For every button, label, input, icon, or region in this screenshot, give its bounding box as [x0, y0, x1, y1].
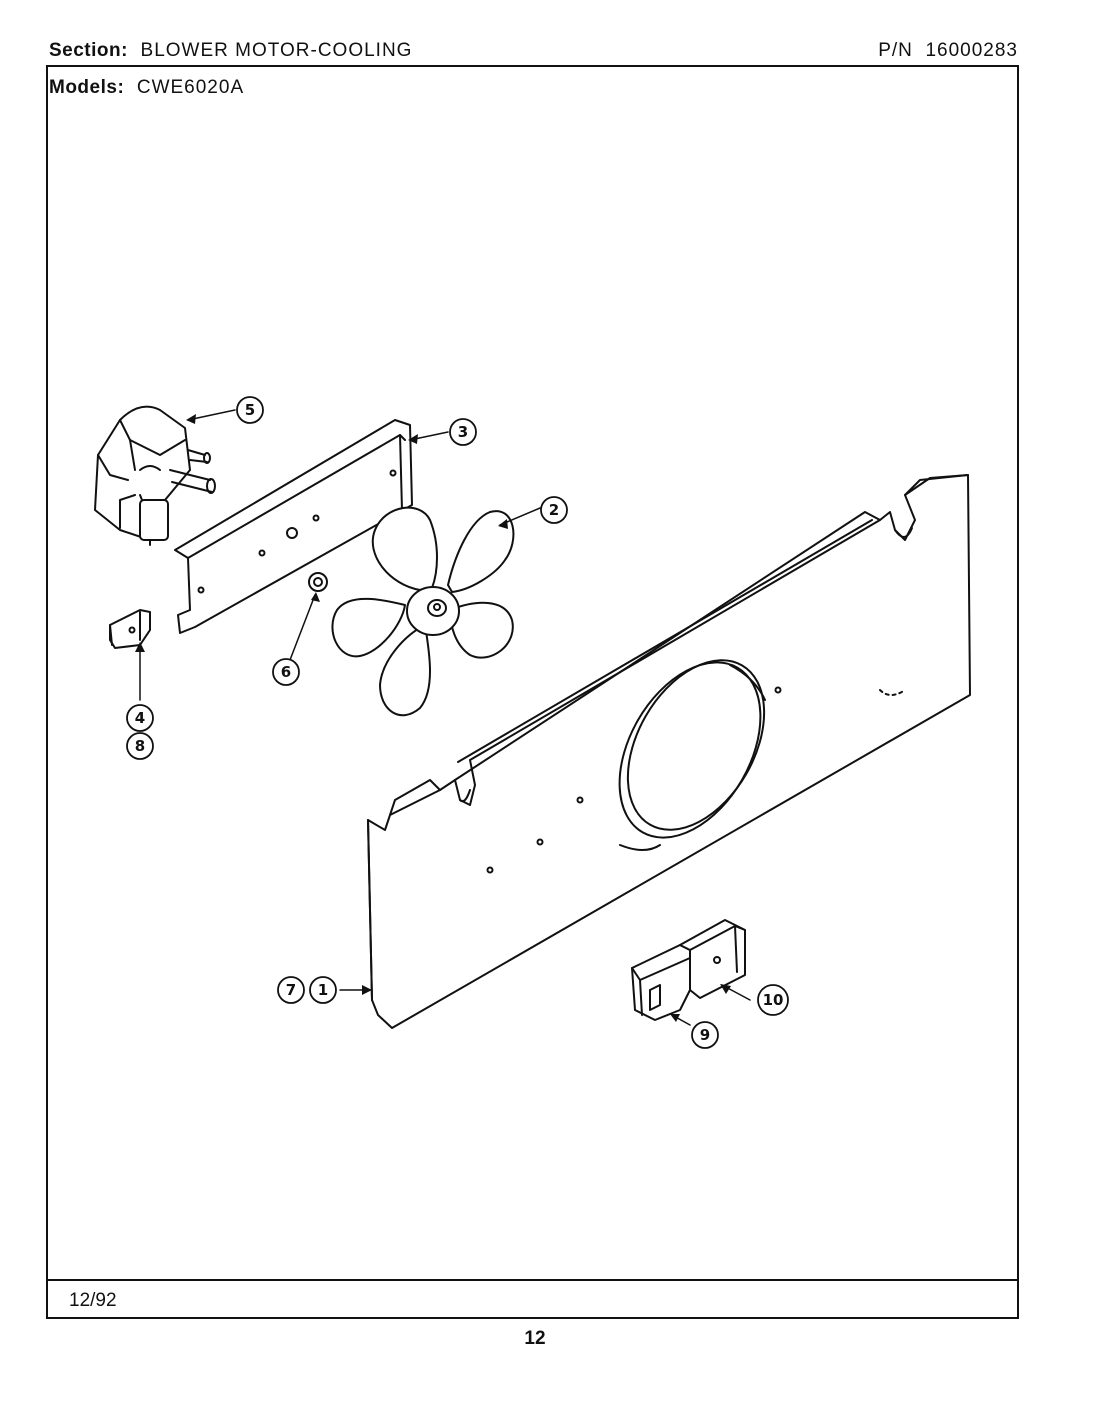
pn-label: P/N: [878, 40, 913, 61]
revision-date: 12/92: [69, 1290, 117, 1311]
leader-arrowheads: [135, 414, 731, 1022]
switch-bracket: [679, 919, 746, 999]
callout-5: 5: [245, 401, 255, 419]
callout-4: 4: [135, 709, 145, 727]
models-value: CWE6020A: [136, 77, 245, 98]
nut: [308, 572, 328, 592]
section-title: BLOWER MOTOR-COOLING: [140, 40, 413, 61]
models-label: Models:: [49, 77, 125, 98]
callout-8: 8: [135, 737, 145, 755]
clip: [109, 609, 151, 649]
callout-3: 3: [458, 423, 468, 441]
callouts: [126, 396, 789, 1049]
mounting-bracket: [174, 419, 413, 634]
callout-10: 10: [763, 991, 784, 1009]
section-line: Section: BLOWER MOTOR-COOLING: [49, 40, 412, 62]
pn-value: 16000283: [925, 40, 1018, 61]
models-line: Models: CWE6020A: [49, 77, 244, 99]
fan-blade: [331, 506, 515, 717]
panel: [367, 474, 971, 1029]
section-label: Section:: [49, 40, 128, 61]
callout-2: 2: [549, 501, 559, 519]
page-number: 12: [524, 1328, 546, 1349]
part-number-line: P/N 16000283: [878, 40, 1018, 62]
callout-1: 1: [318, 981, 328, 999]
callout-6: 6: [281, 663, 291, 681]
callout-9: 9: [700, 1026, 710, 1044]
page-frame: [46, 65, 1019, 1319]
callout-7: 7: [286, 981, 296, 999]
blower-motor: [94, 405, 216, 546]
